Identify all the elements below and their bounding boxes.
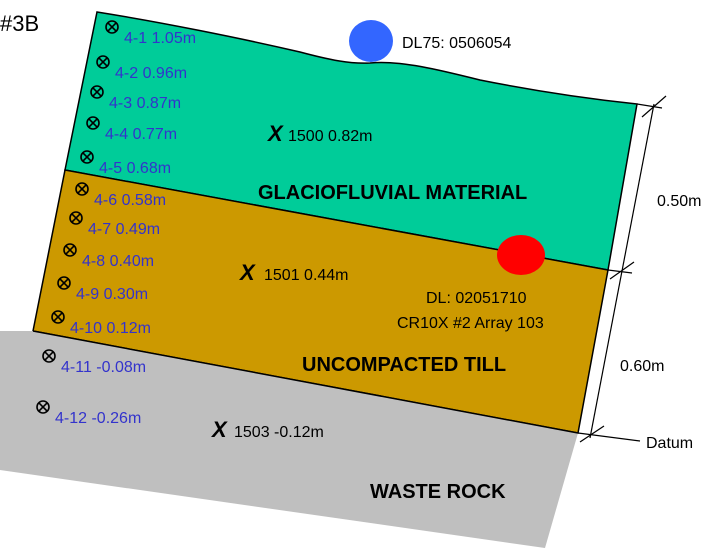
logger-bottom-dot: [497, 235, 545, 275]
sensor-2: 4-2 0.96m: [96, 55, 187, 82]
waste-rock-layer: [0, 331, 578, 548]
dim-tick-top: [641, 95, 667, 118]
glaciofluvial-label: GLACIOFLUVIAL MATERIAL: [258, 182, 527, 204]
x-marker-symbol: X: [238, 260, 256, 285]
circle-x-icon: [36, 400, 50, 414]
circle-x-icon: [51, 310, 65, 324]
dim-top-extension: [636, 103, 663, 109]
datum-label: Datum: [646, 435, 693, 452]
sensor-7: 4-7 0.49m: [69, 211, 160, 238]
sensor-4: 4-4 0.77m: [86, 116, 177, 143]
logger-bottom-label-2: CR10X #2 Array 103: [397, 315, 544, 332]
dim-tick-bottom: [579, 425, 605, 443]
x-marker-1501: X 1501 0.44m: [238, 260, 349, 285]
sensor-11: 4-11 -0.08m: [42, 349, 146, 376]
dim-lower-label: 0.60m: [620, 358, 664, 375]
waste-rock-label: WASTE ROCK: [370, 481, 506, 503]
sensor-3: 4-3 0.87m: [90, 85, 181, 112]
dim-upper-label: 0.50m: [657, 193, 701, 210]
sensor-5: 4-5 0.68m: [80, 150, 171, 177]
sensor-label: 4-12 -0.26m: [55, 410, 141, 427]
circle-x-icon: [80, 150, 94, 164]
circle-x-icon: [96, 55, 110, 69]
x-marker-symbol: X: [266, 121, 284, 146]
x-marker-symbol: X: [210, 417, 228, 442]
sensor-12: 4-12 -0.26m: [36, 400, 141, 427]
sensor-label: 4-1 1.05m: [124, 30, 196, 47]
sensor-6: 4-6 0.58m: [75, 182, 166, 209]
sensor-label: 4-10 0.12m: [70, 320, 151, 337]
sensor-label: 4-5 0.68m: [99, 160, 171, 177]
sensor-8: 4-8 0.40m: [63, 243, 154, 270]
x-marker-label: 1501 0.44m: [264, 267, 349, 284]
sensor-1: 4-1 1.05m: [105, 20, 196, 47]
circle-x-icon: [75, 182, 89, 196]
circle-x-icon: [86, 116, 100, 130]
sensor-label: 4-3 0.87m: [109, 95, 181, 112]
sensor-label: 4-2 0.96m: [115, 65, 187, 82]
logger-bottom-label-1: DL: 02051710: [426, 290, 527, 307]
circle-x-icon: [90, 85, 104, 99]
x-marker-1500: X 1500 0.82m: [266, 121, 373, 146]
x-marker-label: 1500 0.82m: [288, 128, 373, 145]
sensor-group: 4-1 1.05m 4-2 0.96m 4-3 0.87m 4-4 0.77m 4-5 …: [36, 20, 196, 427]
dimension-lines: [577, 95, 667, 443]
x-marker-1503: X 1503 -0.12m: [210, 417, 324, 442]
sensor-10: 4-10 0.12m: [51, 310, 151, 337]
circle-x-icon: [69, 211, 83, 225]
circle-x-icon: [105, 20, 119, 34]
circle-x-icon: [42, 349, 56, 363]
sensor-label: 4-8 0.40m: [82, 253, 154, 270]
sensor-9: 4-9 0.30m: [57, 276, 148, 303]
sensor-label: 4-6 0.58m: [94, 192, 166, 209]
dim-tick-mid: [609, 261, 635, 280]
till-label: UNCOMPACTED TILL: [302, 354, 506, 376]
sensor-label: 4-9 0.30m: [76, 286, 148, 303]
circle-x-icon: [63, 243, 77, 257]
x-marker-label: 1503 -0.12m: [234, 424, 324, 441]
sensor-label: 4-4 0.77m: [105, 126, 177, 143]
diagram-title: #3B: [0, 11, 39, 36]
till-rock-boundary: [32, 330, 579, 434]
logger-top-label: DL75: 0506054: [402, 35, 512, 52]
logger-top-dot: [349, 20, 393, 62]
glaciofluvial-layer: [64, 11, 638, 271]
sensor-label: 4-7 0.49m: [88, 221, 160, 238]
datum-line: [577, 432, 641, 442]
circle-x-icon: [57, 276, 71, 290]
sensor-label: 4-11 -0.08m: [61, 359, 146, 376]
